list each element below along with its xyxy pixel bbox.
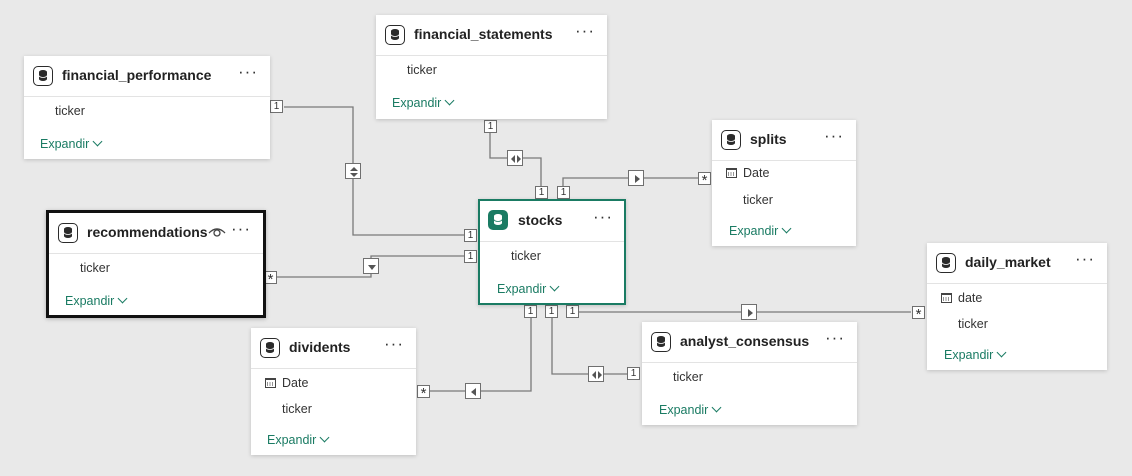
field-ticker[interactable]: ticker [55,104,85,118]
chevron-down-icon [444,95,455,106]
field-ticker[interactable]: ticker [673,370,703,384]
table-icon [651,332,671,352]
table-header[interactable]: financial_performance ··· [24,56,270,97]
filter-direction-left-icon[interactable] [465,383,481,399]
table-icon [936,253,956,273]
table-header[interactable]: dividents ··· [251,328,416,369]
field-ticker[interactable]: ticker [958,317,988,331]
cardinality-many-marker: * [698,172,711,189]
table-title: financial_performance [62,67,212,83]
table-card-splits[interactable]: splits ··· Date ticker Expandir [712,120,856,246]
table-header[interactable]: analyst_consensus ··· [642,322,857,363]
expand-button[interactable]: Expandir [659,402,722,417]
table-icon [488,210,508,230]
expand-button[interactable]: Expandir [729,223,792,238]
field-date[interactable]: Date [743,166,770,180]
table-title: dividents [289,339,351,355]
table-header[interactable]: splits ··· [712,120,856,161]
table-icon [260,338,280,358]
more-options-icon[interactable]: ··· [593,207,613,226]
cardinality-one-marker: 1 [464,250,477,263]
field-ticker[interactable]: ticker [282,402,312,416]
field-ticker[interactable]: ticker [743,193,773,207]
cardinality-many-marker: * [417,385,430,402]
table-title: splits [750,131,787,147]
more-options-icon[interactable]: ··· [384,334,404,353]
table-header[interactable]: daily_market ··· [927,243,1107,284]
table-icon [721,130,741,150]
chevron-down-icon [781,223,792,234]
table-icon [385,25,405,45]
table-card-recommendations[interactable]: recommendations ··· ticker Expandir [46,210,266,318]
field-ticker[interactable]: ticker [407,63,437,77]
bidirectional-filter-horizontal-icon[interactable] [588,366,604,382]
table-card-analyst-consensus[interactable]: analyst_consensus ··· ticker Expandir [642,322,857,425]
table-title: daily_market [965,254,1051,270]
expand-button[interactable]: Expandir [497,281,560,296]
more-options-icon[interactable]: ··· [825,328,845,347]
table-title: analyst_consensus [680,333,810,349]
cardinality-many-marker: * [912,306,925,323]
bidirectional-filter-horizontal-icon[interactable] [507,150,523,166]
table-header[interactable]: financial_statements ··· [376,15,607,56]
expand-button[interactable]: Expandir [267,432,330,447]
chevron-down-icon [92,136,103,147]
more-options-icon[interactable]: ··· [575,21,595,40]
filter-direction-right-icon[interactable] [741,304,757,320]
field-date[interactable]: Date [282,376,309,390]
filter-direction-down-icon[interactable] [363,258,379,274]
field-ticker[interactable]: ticker [80,261,110,275]
table-title: stocks [518,212,563,228]
cardinality-one-marker: 1 [627,367,640,380]
more-options-icon[interactable]: ··· [231,219,251,238]
table-card-daily-market[interactable]: daily_market ··· date ticker Expandir [927,243,1107,370]
more-options-icon[interactable]: ··· [1075,249,1095,268]
cardinality-one-marker: 1 [270,100,283,113]
expand-button[interactable]: Expandir [40,136,103,151]
table-icon [33,66,53,86]
calendar-icon [941,293,952,303]
chevron-down-icon [549,281,560,292]
cardinality-one-marker: 1 [464,229,477,242]
chevron-down-icon [711,402,722,413]
cardinality-one-marker: 1 [557,186,570,199]
rel-line-financial-performance-stocks [284,106,464,236]
more-options-icon[interactable]: ··· [238,62,258,81]
calendar-icon [265,378,276,388]
filter-direction-right-icon[interactable] [628,170,644,186]
field-ticker[interactable]: ticker [511,249,541,263]
chevron-down-icon [996,347,1007,358]
bidirectional-filter-vertical-icon[interactable] [345,163,361,179]
table-icon [58,223,78,243]
table-header[interactable]: recommendations ··· [49,213,263,254]
rel-line-stocks-splits [562,177,698,186]
chevron-down-icon [117,293,128,304]
cardinality-one-marker: 1 [545,305,558,318]
expand-button[interactable]: Expandir [944,347,1007,362]
table-card-financial-statements[interactable]: financial_statements ··· ticker Expandir [376,15,607,119]
cardinality-one-marker: 1 [566,305,579,318]
expand-button[interactable]: Expandir [392,95,455,110]
eye-icon[interactable] [208,226,226,238]
cardinality-one-marker: 1 [484,120,497,133]
cardinality-one-marker: 1 [524,305,537,318]
table-title: recommendations [87,224,208,240]
expand-button[interactable]: Expandir [65,293,128,308]
table-title: financial_statements [414,26,553,42]
rel-line-stocks-dividents [430,318,532,392]
field-date[interactable]: date [958,291,983,305]
more-options-icon[interactable]: ··· [824,126,844,145]
chevron-down-icon [319,432,330,443]
calendar-icon [726,168,737,178]
table-card-dividents[interactable]: dividents ··· Date ticker Expandir [251,328,416,455]
table-card-financial-performance[interactable]: financial_performance ··· ticker Expandi… [24,56,270,159]
table-card-stocks[interactable]: stocks ··· ticker Expandir [478,199,626,305]
table-header[interactable]: stocks ··· [480,201,624,242]
cardinality-one-marker: 1 [535,186,548,199]
